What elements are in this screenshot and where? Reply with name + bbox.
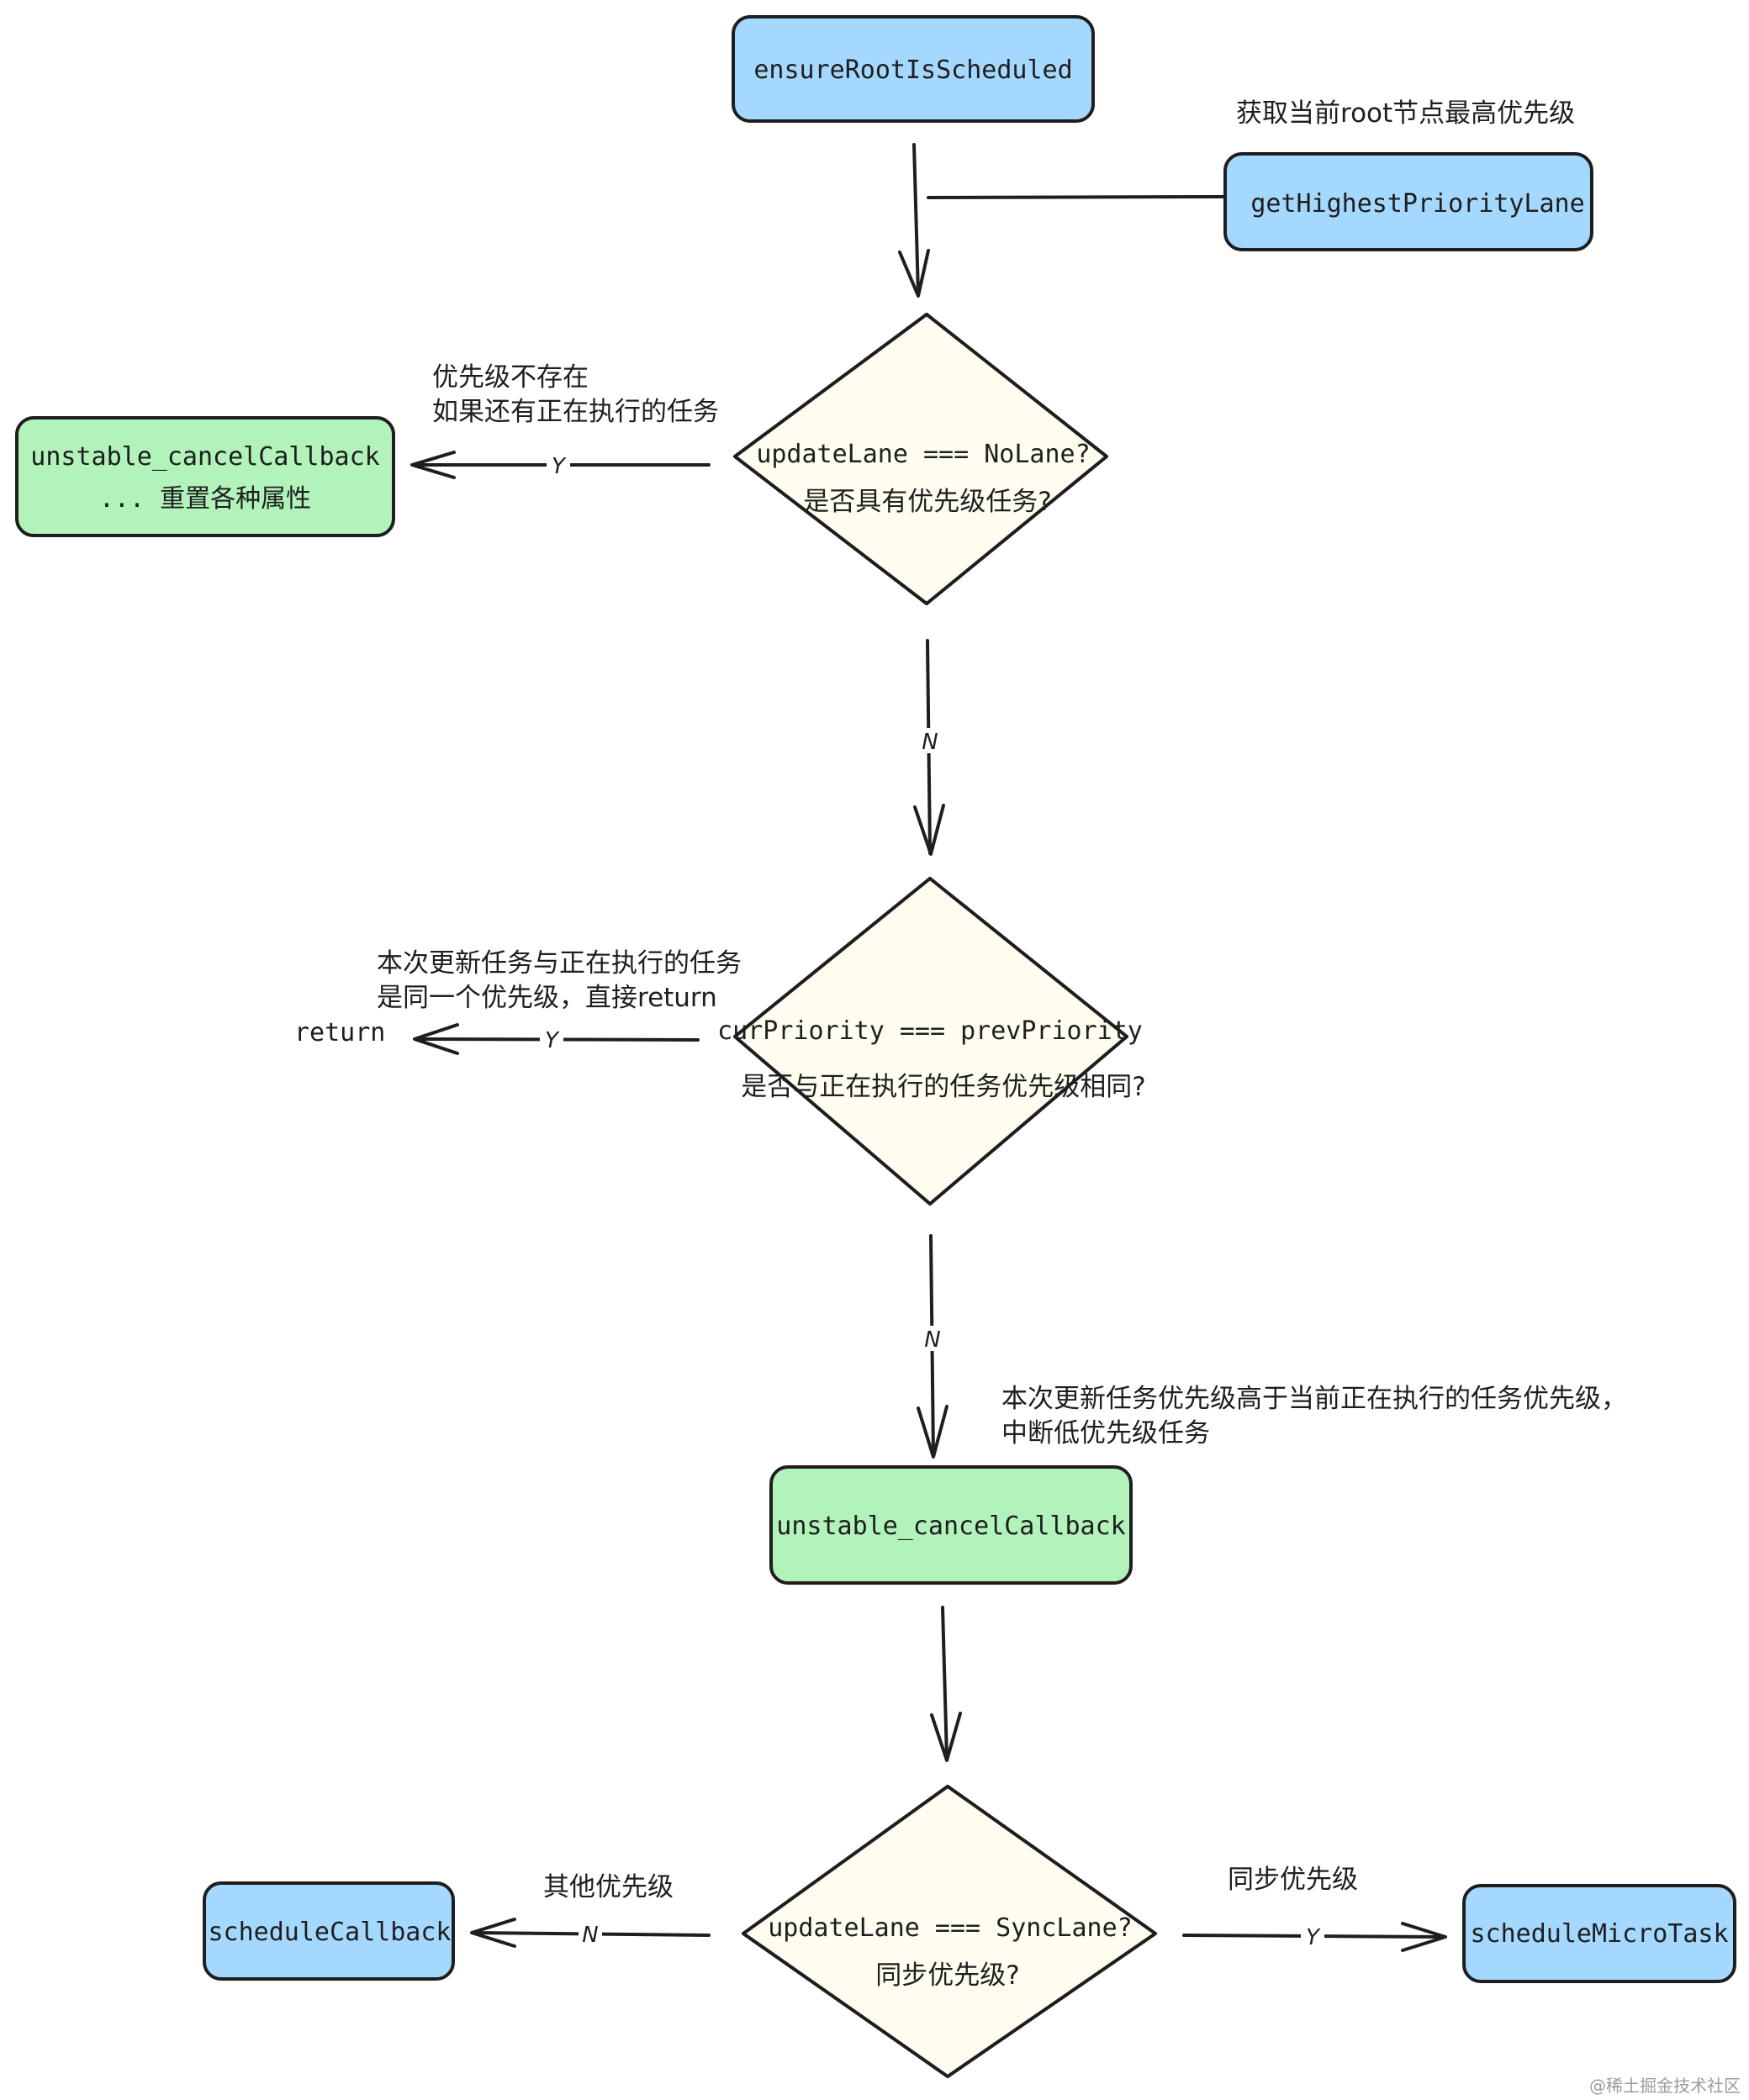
note-higher-priority-line1: 本次更新任务优先级高于当前正在执行的任务优先级，	[1001, 1384, 1627, 1414]
svg-text:N: N	[922, 730, 938, 755]
edge-label-d1-yes: Y	[547, 452, 570, 479]
decision-update-lane-synclane: updateLane === SyncLane? 同步优先级?	[742, 1785, 1157, 2078]
svg-text:是否具有优先级任务?: 是否具有优先级任务?	[803, 487, 1051, 517]
arrowhead-cancel-top	[410, 451, 456, 479]
node-cancel-callback-mid: unstable_cancelCallback	[769, 1465, 1133, 1585]
svg-text:N: N	[582, 1923, 598, 1948]
note-same-priority-line2: 是同一个优先级，直接return	[377, 983, 717, 1013]
svg-text:scheduleMicroTask: scheduleMicroTask	[1470, 1919, 1728, 1949]
svg-text:ensureRootIsScheduled: ensureRootIsScheduled	[753, 55, 1072, 85]
arrowhead-decision1	[898, 249, 930, 298]
edge-label-d3-yes: Y	[1301, 1923, 1324, 1950]
note-other-priority: 其他优先级	[543, 1872, 674, 1902]
edge-label-d2-no: N	[921, 1326, 944, 1353]
svg-text:return: return	[294, 1018, 385, 1047]
edge-label-d3-no: N	[579, 1921, 602, 1948]
arrowhead-schedule-micro	[1401, 1922, 1447, 1952]
svg-text:scheduleCallback: scheduleCallback	[209, 1918, 452, 1947]
note-no-priority-line1: 优先级不存在	[432, 362, 589, 393]
edge-label-d2-yes: Y	[540, 1026, 563, 1053]
svg-text:updateLane === NoLane?: updateLane === NoLane?	[756, 440, 1090, 469]
note-sync-priority: 同步优先级	[1228, 1865, 1358, 1895]
svg-text:Y: Y	[552, 454, 567, 479]
node-get-highest-priority-lane: getHighestPriorityLane	[1223, 152, 1593, 251]
edge-ensure-to-decision1	[912, 143, 920, 296]
edge-cancel-mid-to-decision3	[941, 1606, 948, 1760]
svg-text:N: N	[924, 1327, 940, 1353]
svg-text:curPriority === prevPriority: curPriority === prevPriority	[717, 1016, 1143, 1046]
note-no-priority-line2: 如果还有正在执行的任务	[432, 397, 719, 427]
node-cancel-callback-top: unstable_cancelCallback ... 重置各种属性	[15, 416, 395, 537]
note-same-priority-line1: 本次更新任务与正在执行的任务	[377, 948, 742, 979]
svg-text:同步优先级?: 同步优先级?	[875, 1960, 1019, 1991]
arrowhead-decision2	[913, 804, 945, 856]
node-schedule-callback: scheduleCallback	[203, 1881, 455, 1981]
node-return: return	[294, 1018, 385, 1047]
svg-text:Y: Y	[545, 1028, 560, 1053]
note-higher-priority-line2: 中断低优先级任务	[1001, 1418, 1210, 1448]
svg-text:updateLane === SyncLane?: updateLane === SyncLane?	[768, 1913, 1132, 1943]
arrowhead-decision3	[930, 1712, 962, 1762]
watermark: @稀土掘金技术社区	[1589, 2076, 1741, 2096]
svg-text:Y: Y	[1306, 1925, 1321, 1950]
svg-text:unstable_cancelCallback: unstable_cancelCallback	[776, 1512, 1125, 1541]
edge-get-highest-connector	[927, 195, 1225, 199]
edge-label-d1-no: N	[918, 728, 942, 755]
svg-text:... 重置各种属性: ... 重置各种属性	[99, 484, 311, 514]
arrowhead-cancel-mid	[917, 1405, 948, 1459]
svg-text:unstable_cancelCallback: unstable_cancelCallback	[30, 442, 379, 472]
note-get-highest: 获取当前root节点最高优先级	[1236, 98, 1575, 129]
decision-cur-priority-prev-priority: curPriority === prevPriority 是否与正在执行的任务优…	[717, 877, 1146, 1206]
node-ensure-root-is-scheduled: ensureRootIsScheduled	[732, 15, 1095, 123]
svg-text:getHighestPriorityLane: getHighestPriorityLane	[1250, 189, 1584, 219]
svg-text:是否与正在执行的任务优先级相同?: 是否与正在执行的任务优先级相同?	[741, 1072, 1145, 1102]
node-schedule-micro-task: scheduleMicroTask	[1462, 1884, 1736, 1983]
decision-update-lane-nolane: updateLane === NoLane? 是否具有优先级任务?	[733, 313, 1108, 605]
arrowhead-schedule-callback	[470, 1918, 516, 1948]
arrowhead-return	[413, 1023, 459, 1055]
